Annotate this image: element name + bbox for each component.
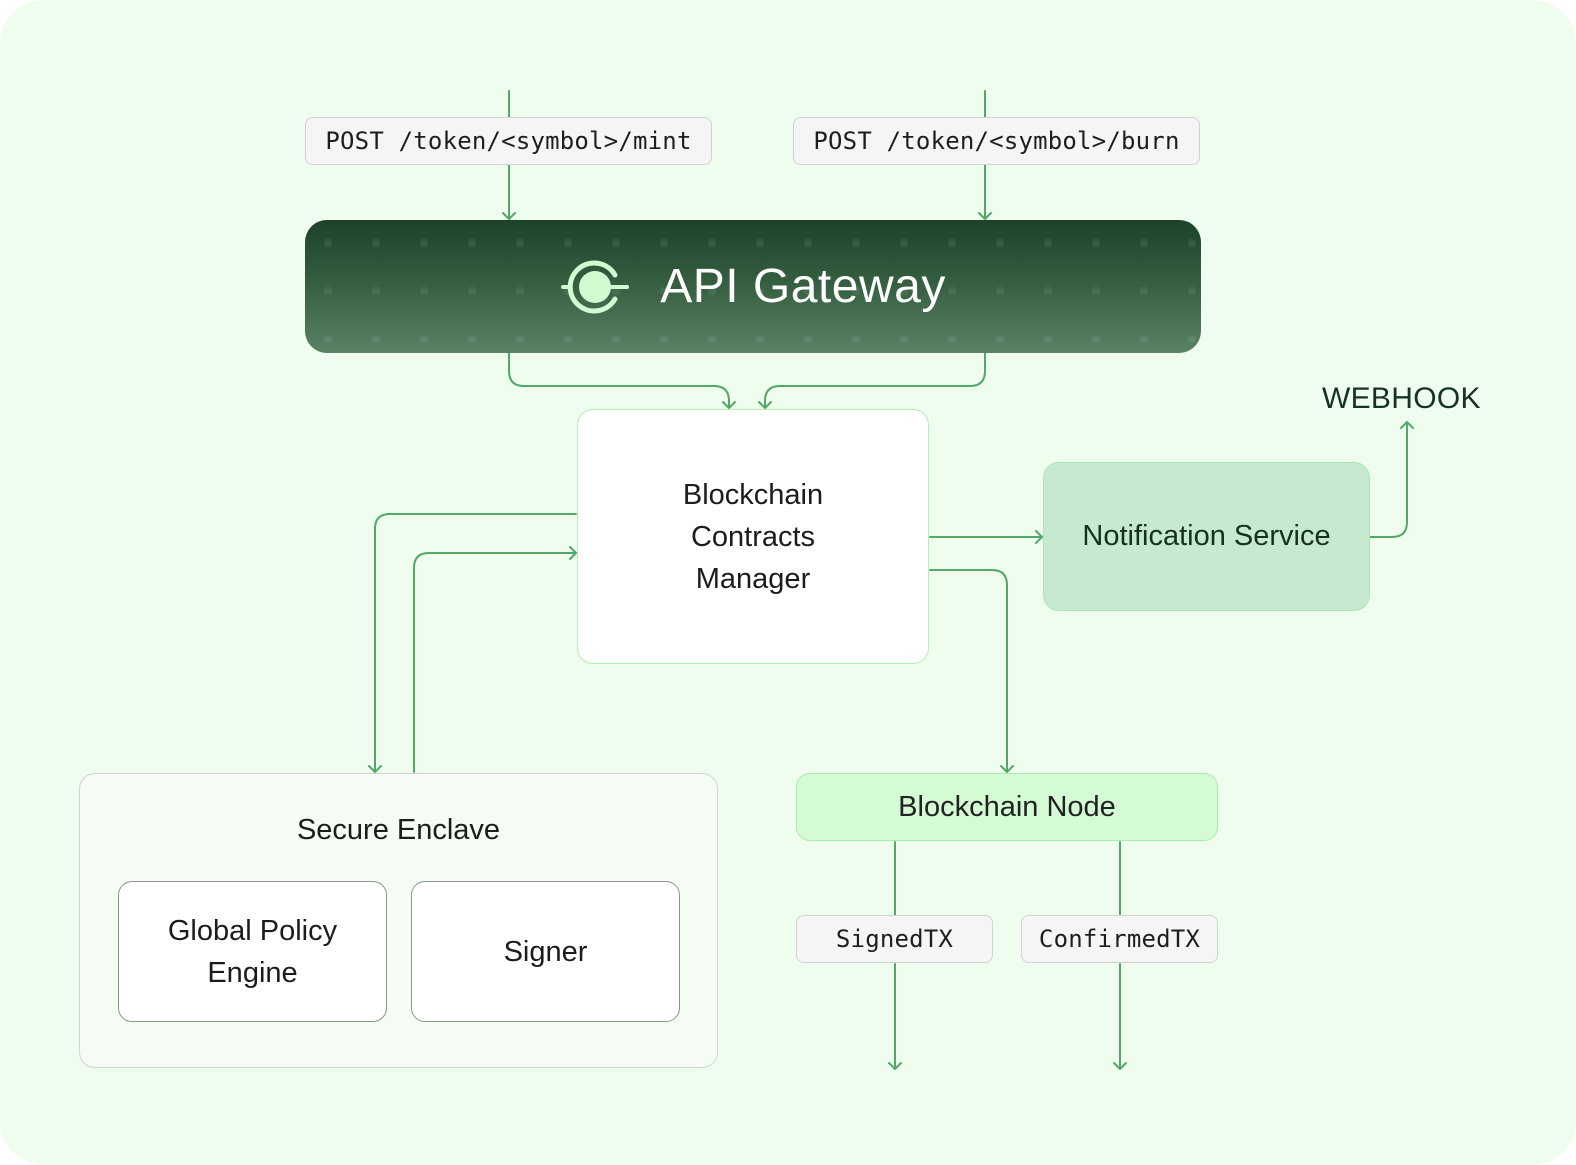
api-gateway-node: API Gateway <box>305 220 1201 353</box>
bcm-label-line-1: Blockchain <box>682 478 824 511</box>
signer-label: Signer <box>503 935 588 968</box>
confirmed-tx-label: ConfirmedTX <box>1021 915 1218 963</box>
edge-gateway-right-to-bcm <box>758 352 986 409</box>
edge-mint-to-gateway <box>502 164 516 220</box>
edge-bcm-to-node <box>929 569 1014 773</box>
edge-enclave-to-bcm <box>413 546 577 773</box>
edge-signed-out <box>888 963 902 1070</box>
edge-gateway-left-to-bcm <box>508 352 736 409</box>
policy-engine-label-line-2: Engine <box>207 956 298 989</box>
blockchain-contracts-manager-node: Blockchain Contracts Manager <box>577 409 929 664</box>
notification-service-node: Notification Service <box>1043 462 1370 611</box>
signed-tx-label: SignedTX <box>796 915 993 963</box>
edge-bcm-to-enclave <box>368 513 577 773</box>
webhook-label: WEBHOOK <box>1322 382 1481 415</box>
blockchain-node: Blockchain Node <box>796 773 1218 841</box>
edge-notification-to-webhook <box>1365 421 1414 538</box>
bcm-label-line-3: Manager <box>695 562 811 595</box>
secure-enclave-node: Secure Enclave Global Policy Engine Sign… <box>79 773 718 1068</box>
mint-endpoint-label: POST /token/<symbol>/mint <box>305 117 712 165</box>
blockchain-node-label: Blockchain Node <box>898 790 1116 823</box>
bcm-label-line-2: Contracts <box>690 520 816 553</box>
dot-pattern <box>305 220 1201 353</box>
policy-engine-label-line-1: Global Policy <box>167 914 338 947</box>
api-gateway-label: API Gateway <box>660 260 946 313</box>
signer-node: Signer <box>411 881 680 1022</box>
secure-enclave-label: Secure Enclave <box>296 814 501 846</box>
burn-endpoint-label: POST /token/<symbol>/burn <box>793 117 1200 165</box>
edge-confirmed-out <box>1113 963 1127 1070</box>
global-policy-engine-node: Global Policy Engine <box>118 881 387 1022</box>
notification-service-label: Notification Service <box>1082 520 1331 552</box>
edge-bcm-to-notification <box>929 530 1043 544</box>
gateway-logo-icon <box>561 260 630 313</box>
edge-burn-to-gateway <box>978 164 992 220</box>
